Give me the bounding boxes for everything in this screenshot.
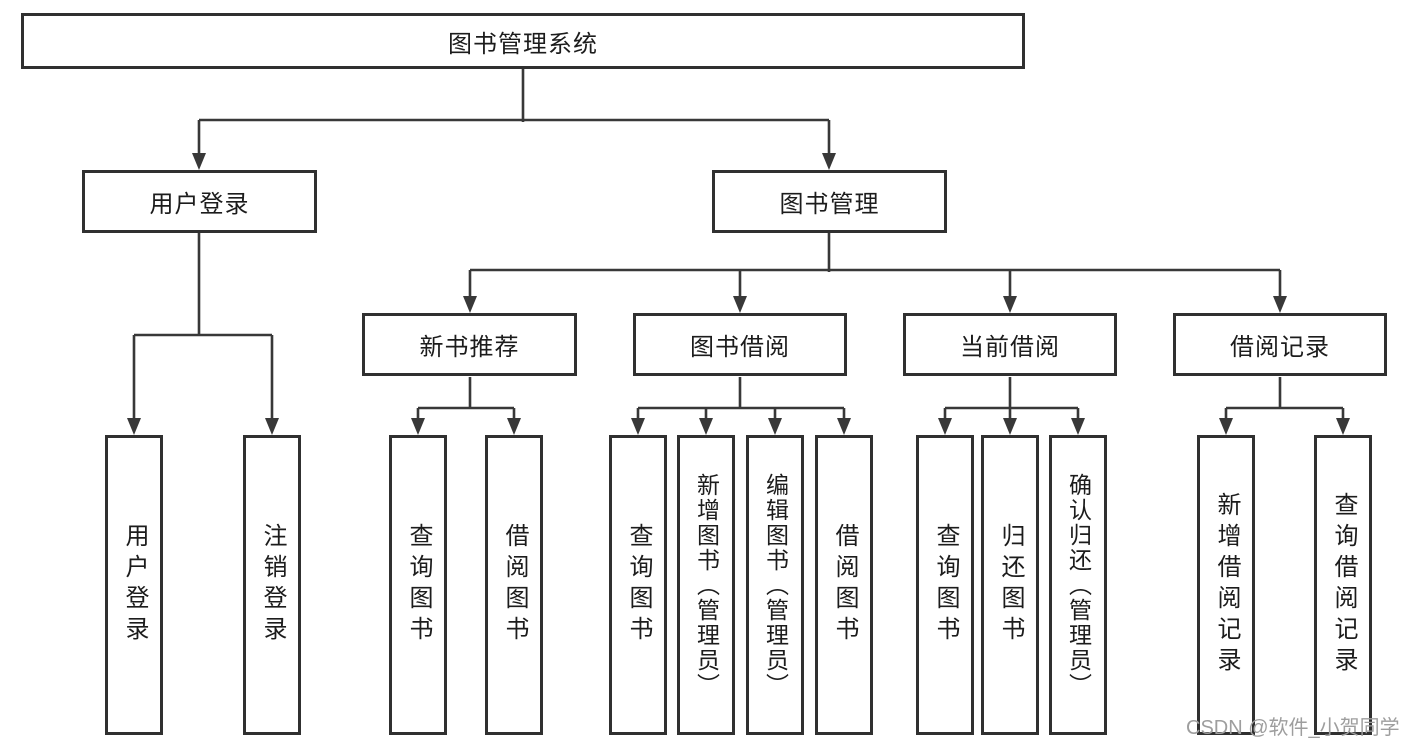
leaf-user-login: 用户登录	[105, 435, 163, 735]
leaf-edit-books-admin: 编辑图书（管理员）	[746, 435, 804, 735]
leaf-query-books-current: 查询图书	[916, 435, 974, 735]
node-book-management: 图书管理	[712, 170, 947, 233]
node-new-book-recommendation: 新书推荐	[362, 313, 577, 376]
leaf-return-books: 归还图书	[981, 435, 1039, 735]
leaf-confirm-return-admin: 确认归还（管理员）	[1049, 435, 1107, 735]
leaf-add-books-admin: 新增图书（管理员）	[677, 435, 735, 735]
node-user-login: 用户登录	[82, 170, 317, 233]
csdn-watermark: CSDN @软件_小贺同学	[1186, 717, 1400, 739]
leaf-borrow-books-borrowing: 借阅图书	[815, 435, 873, 735]
node-borrowing-records: 借阅记录	[1173, 313, 1387, 376]
leaf-logout: 注销登录	[243, 435, 301, 735]
leaf-add-borrow-record: 新增借阅记录	[1197, 435, 1255, 735]
leaf-query-books-borrowing: 查询图书	[609, 435, 667, 735]
leaf-query-books-recommend: 查询图书	[389, 435, 447, 735]
node-book-borrowing: 图书借阅	[633, 313, 847, 376]
node-current-borrowing: 当前借阅	[903, 313, 1117, 376]
leaf-query-borrow-record: 查询借阅记录	[1314, 435, 1372, 735]
leaf-borrow-books-recommend: 借阅图书	[485, 435, 543, 735]
node-library-management-system: 图书管理系统	[21, 13, 1025, 69]
